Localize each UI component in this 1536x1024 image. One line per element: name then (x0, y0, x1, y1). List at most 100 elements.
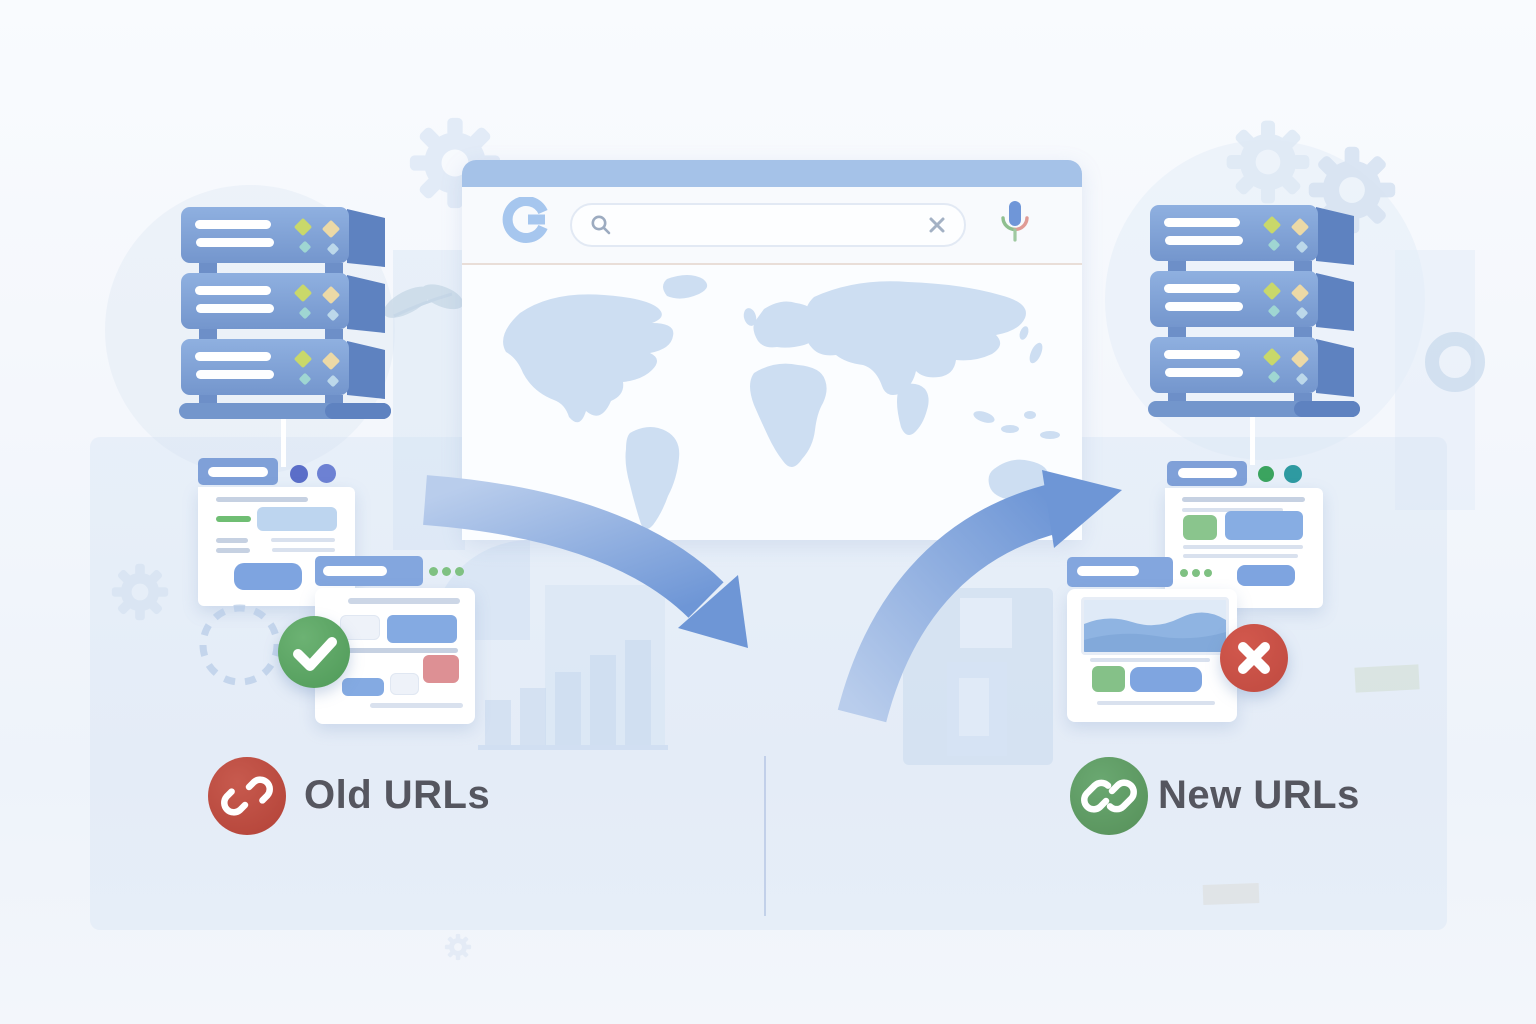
content-line (340, 648, 458, 653)
old-window-back (198, 458, 355, 606)
arrow-head (1042, 470, 1122, 548)
chrome-divider (462, 263, 1082, 265)
window-dot (429, 567, 438, 576)
new-urls-label: New URLs (1158, 773, 1360, 817)
browser-chrome: G (462, 187, 1082, 263)
map-island (1040, 431, 1060, 439)
window-body (198, 487, 355, 606)
cta-button (234, 563, 302, 590)
content-line (1183, 554, 1298, 558)
content-line (216, 538, 248, 543)
browser-content (462, 265, 1082, 540)
image-block (1183, 515, 1217, 540)
cta-button (342, 678, 384, 696)
highlight-bar (216, 516, 251, 522)
google-g-logo: G (502, 197, 548, 243)
new-window-front (1067, 557, 1237, 722)
map-greenland (663, 275, 708, 299)
content-box (390, 673, 419, 695)
window-control-dot (317, 464, 336, 483)
x-icon (1238, 642, 1270, 674)
map-uk (743, 308, 757, 326)
content-line (271, 538, 335, 542)
world-map (503, 275, 1068, 530)
old-urls-label: Old URLs (304, 773, 491, 817)
window-control-dot (1258, 466, 1274, 482)
microphone-icon[interactable] (998, 199, 1032, 249)
search-bar[interactable] (570, 203, 966, 247)
search-icon (591, 215, 611, 235)
ring-decor (1425, 332, 1485, 392)
check-icon (293, 637, 337, 671)
ghost-strip (1202, 883, 1260, 905)
success-badge (278, 616, 350, 688)
map-south-america (625, 426, 680, 530)
hero-image (1081, 597, 1229, 655)
bar-chart-ghost (478, 640, 668, 750)
search-input[interactable] (620, 209, 904, 243)
new-window-back (1165, 461, 1323, 608)
content-box (340, 615, 380, 640)
window-titlebar (315, 556, 423, 586)
ghost-tile (959, 678, 989, 736)
map-island (1001, 425, 1019, 433)
map-europe (753, 301, 818, 348)
alert-block (423, 655, 459, 683)
new-urls-badge (1070, 757, 1148, 835)
content-line (272, 548, 335, 552)
content-line (1182, 508, 1283, 512)
arrow-center-to-new (837, 483, 1063, 723)
content-line (216, 497, 308, 502)
clear-icon[interactable] (928, 216, 946, 234)
map-japan (1029, 342, 1043, 364)
address-pill (323, 566, 387, 576)
cta-button (1237, 565, 1295, 586)
window-titlebar (198, 458, 278, 485)
window-body (1165, 488, 1323, 608)
address-pill (1077, 566, 1139, 576)
map-island (1024, 411, 1036, 419)
image-block (1092, 666, 1125, 692)
content-block (1225, 511, 1303, 540)
dashed-circle (199, 604, 281, 686)
window-dot (1204, 569, 1212, 577)
arrow-head (678, 575, 748, 648)
browser-titlebar (462, 160, 1082, 187)
old-urls-badge (208, 757, 286, 835)
content-line (1182, 497, 1305, 502)
content-line (1097, 701, 1215, 705)
arrow-old-to-center (423, 475, 724, 619)
leaf-decor (383, 284, 464, 318)
address-pill (1178, 468, 1237, 478)
address-pill (208, 467, 268, 477)
window-control-dot (1284, 465, 1302, 483)
chain-link-icon (1081, 779, 1137, 813)
window-titlebar (1167, 461, 1247, 486)
ghost-strip (1354, 664, 1420, 693)
cta-button (1130, 667, 1202, 692)
map-africa (750, 363, 827, 468)
content-line (370, 703, 463, 708)
browser-window: G (462, 160, 1082, 540)
content-block (387, 615, 457, 643)
window-dot (1192, 569, 1200, 577)
content-line (348, 598, 460, 604)
content-line (216, 548, 250, 553)
map-india (897, 383, 929, 435)
content-block (257, 507, 337, 531)
window-body (1067, 589, 1237, 722)
map-asia (805, 281, 1026, 395)
broken-link-icon (221, 776, 273, 816)
error-badge (1220, 624, 1288, 692)
content-line (1090, 658, 1210, 662)
window-dot (455, 567, 464, 576)
map-north-america (503, 294, 674, 423)
map-island (973, 411, 995, 423)
map-japan (1019, 326, 1029, 340)
window-control-dot (290, 465, 308, 483)
ghost-tile (960, 598, 1012, 648)
window-dot (1180, 569, 1188, 577)
window-titlebar (1067, 557, 1173, 587)
